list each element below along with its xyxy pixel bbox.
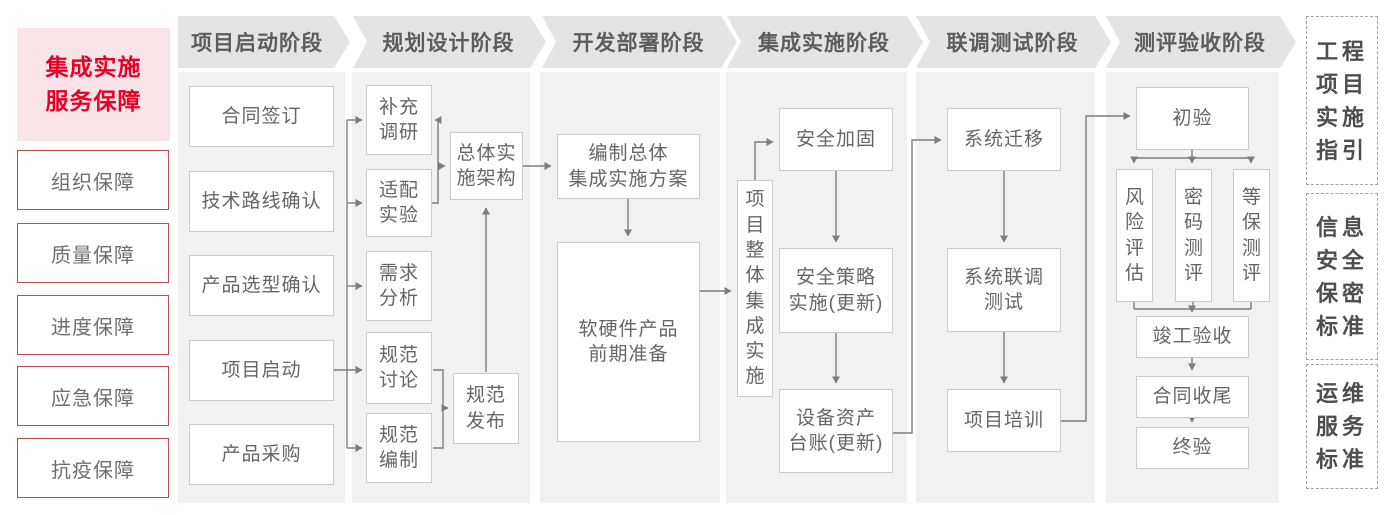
phase-header-joint-debug-test: 联调测试阶段 <box>916 16 1111 68</box>
phase-header-evaluation-acceptance: 测评验收阶段 <box>1106 16 1296 68</box>
box-supplementary-research: 补充 调研 <box>366 85 432 155</box>
box-contract-signing: 合同签订 <box>189 86 334 147</box>
box-product-procurement: 产品采购 <box>189 424 334 485</box>
reference-ops-standard: 运维 服务 标准 <box>1306 364 1378 489</box>
sidebar-item-quality: 质量保障 <box>17 223 169 283</box>
box-risk-assessment: 风险评估 <box>1116 169 1153 302</box>
box-overall-implementation-architecture: 总体实 施架构 <box>450 132 523 200</box>
box-spec-discussion: 规范 讨论 <box>366 332 432 404</box>
phase-header-planning-design: 规划设计阶段 <box>353 16 546 68</box>
box-final-acceptance: 终验 <box>1136 427 1249 469</box>
box-spec-drafting: 规范 编制 <box>366 413 432 483</box>
box-system-migration: 系统迁移 <box>947 108 1061 171</box>
sidebar-item-schedule: 进度保障 <box>17 295 169 355</box>
box-hw-sw-preparation: 软硬件产品 前期准备 <box>557 242 700 442</box>
box-spec-release: 规范 发布 <box>453 373 519 444</box>
box-security-hardening: 安全加固 <box>779 108 893 171</box>
sidebar-item-emergency: 应急保障 <box>17 366 169 426</box>
phase-header-dev-deploy: 开发部署阶段 <box>542 16 737 68</box>
phase-header-project-initiation: 项目启动阶段 <box>178 16 350 68</box>
box-project-kickoff: 项目启动 <box>189 340 334 401</box>
box-overall-integration-plan: 编制总体 集成实施方案 <box>557 134 700 199</box>
sidebar-title: 集成实施 服务保障 <box>17 28 170 141</box>
sidebar-item-epidemic: 抗疫保障 <box>17 438 169 498</box>
box-contract-closure: 合同收尾 <box>1136 376 1249 418</box>
box-security-policy-update: 安全策略 实施(更新) <box>779 248 893 333</box>
sidebar-item-organization: 组织保障 <box>17 150 169 210</box>
box-tech-route-confirm: 技术路线确认 <box>189 171 334 232</box>
box-classified-protection-evaluation: 等保测评 <box>1233 169 1270 302</box>
box-adaptation-test: 适配 实验 <box>366 169 432 237</box>
reference-engineering-guide: 工程 项目 实施 指引 <box>1306 16 1378 185</box>
box-requirement-analysis: 需求 分析 <box>366 251 432 321</box>
box-crypto-evaluation: 密码测评 <box>1175 169 1212 302</box>
box-project-training: 项目培训 <box>947 389 1061 452</box>
phase-header-integration-implementation: 集成实施阶段 <box>727 16 923 68</box>
box-system-joint-debug-test: 系统联调 测试 <box>947 248 1061 332</box>
box-project-integration-implementation: 项目整体集成实施 <box>737 180 773 397</box>
reference-infosec-standard: 信息 安全 保密 标准 <box>1306 193 1378 360</box>
box-asset-ledger-update: 设备资产 台账(更新) <box>779 389 893 473</box>
box-product-selection-confirm: 产品选型确认 <box>189 255 334 316</box>
box-initial-acceptance: 初验 <box>1136 87 1249 150</box>
box-completion-acceptance: 竣工验收 <box>1136 316 1249 358</box>
